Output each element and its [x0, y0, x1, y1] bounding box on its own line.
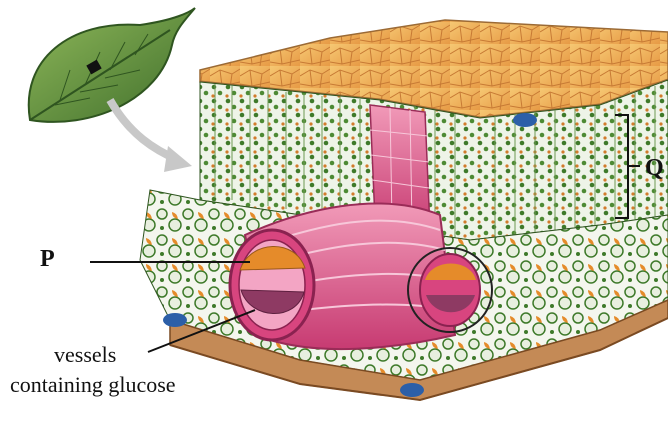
label-vessels-line2: containing glucose — [10, 372, 176, 398]
pointer-arrow — [110, 100, 192, 172]
label-q: Q — [645, 155, 664, 182]
label-p: P — [40, 246, 55, 273]
label-vessels-line1: vessels — [54, 342, 116, 368]
left-vein-cross-section — [230, 230, 314, 340]
right-vein-cross-section — [408, 248, 492, 332]
